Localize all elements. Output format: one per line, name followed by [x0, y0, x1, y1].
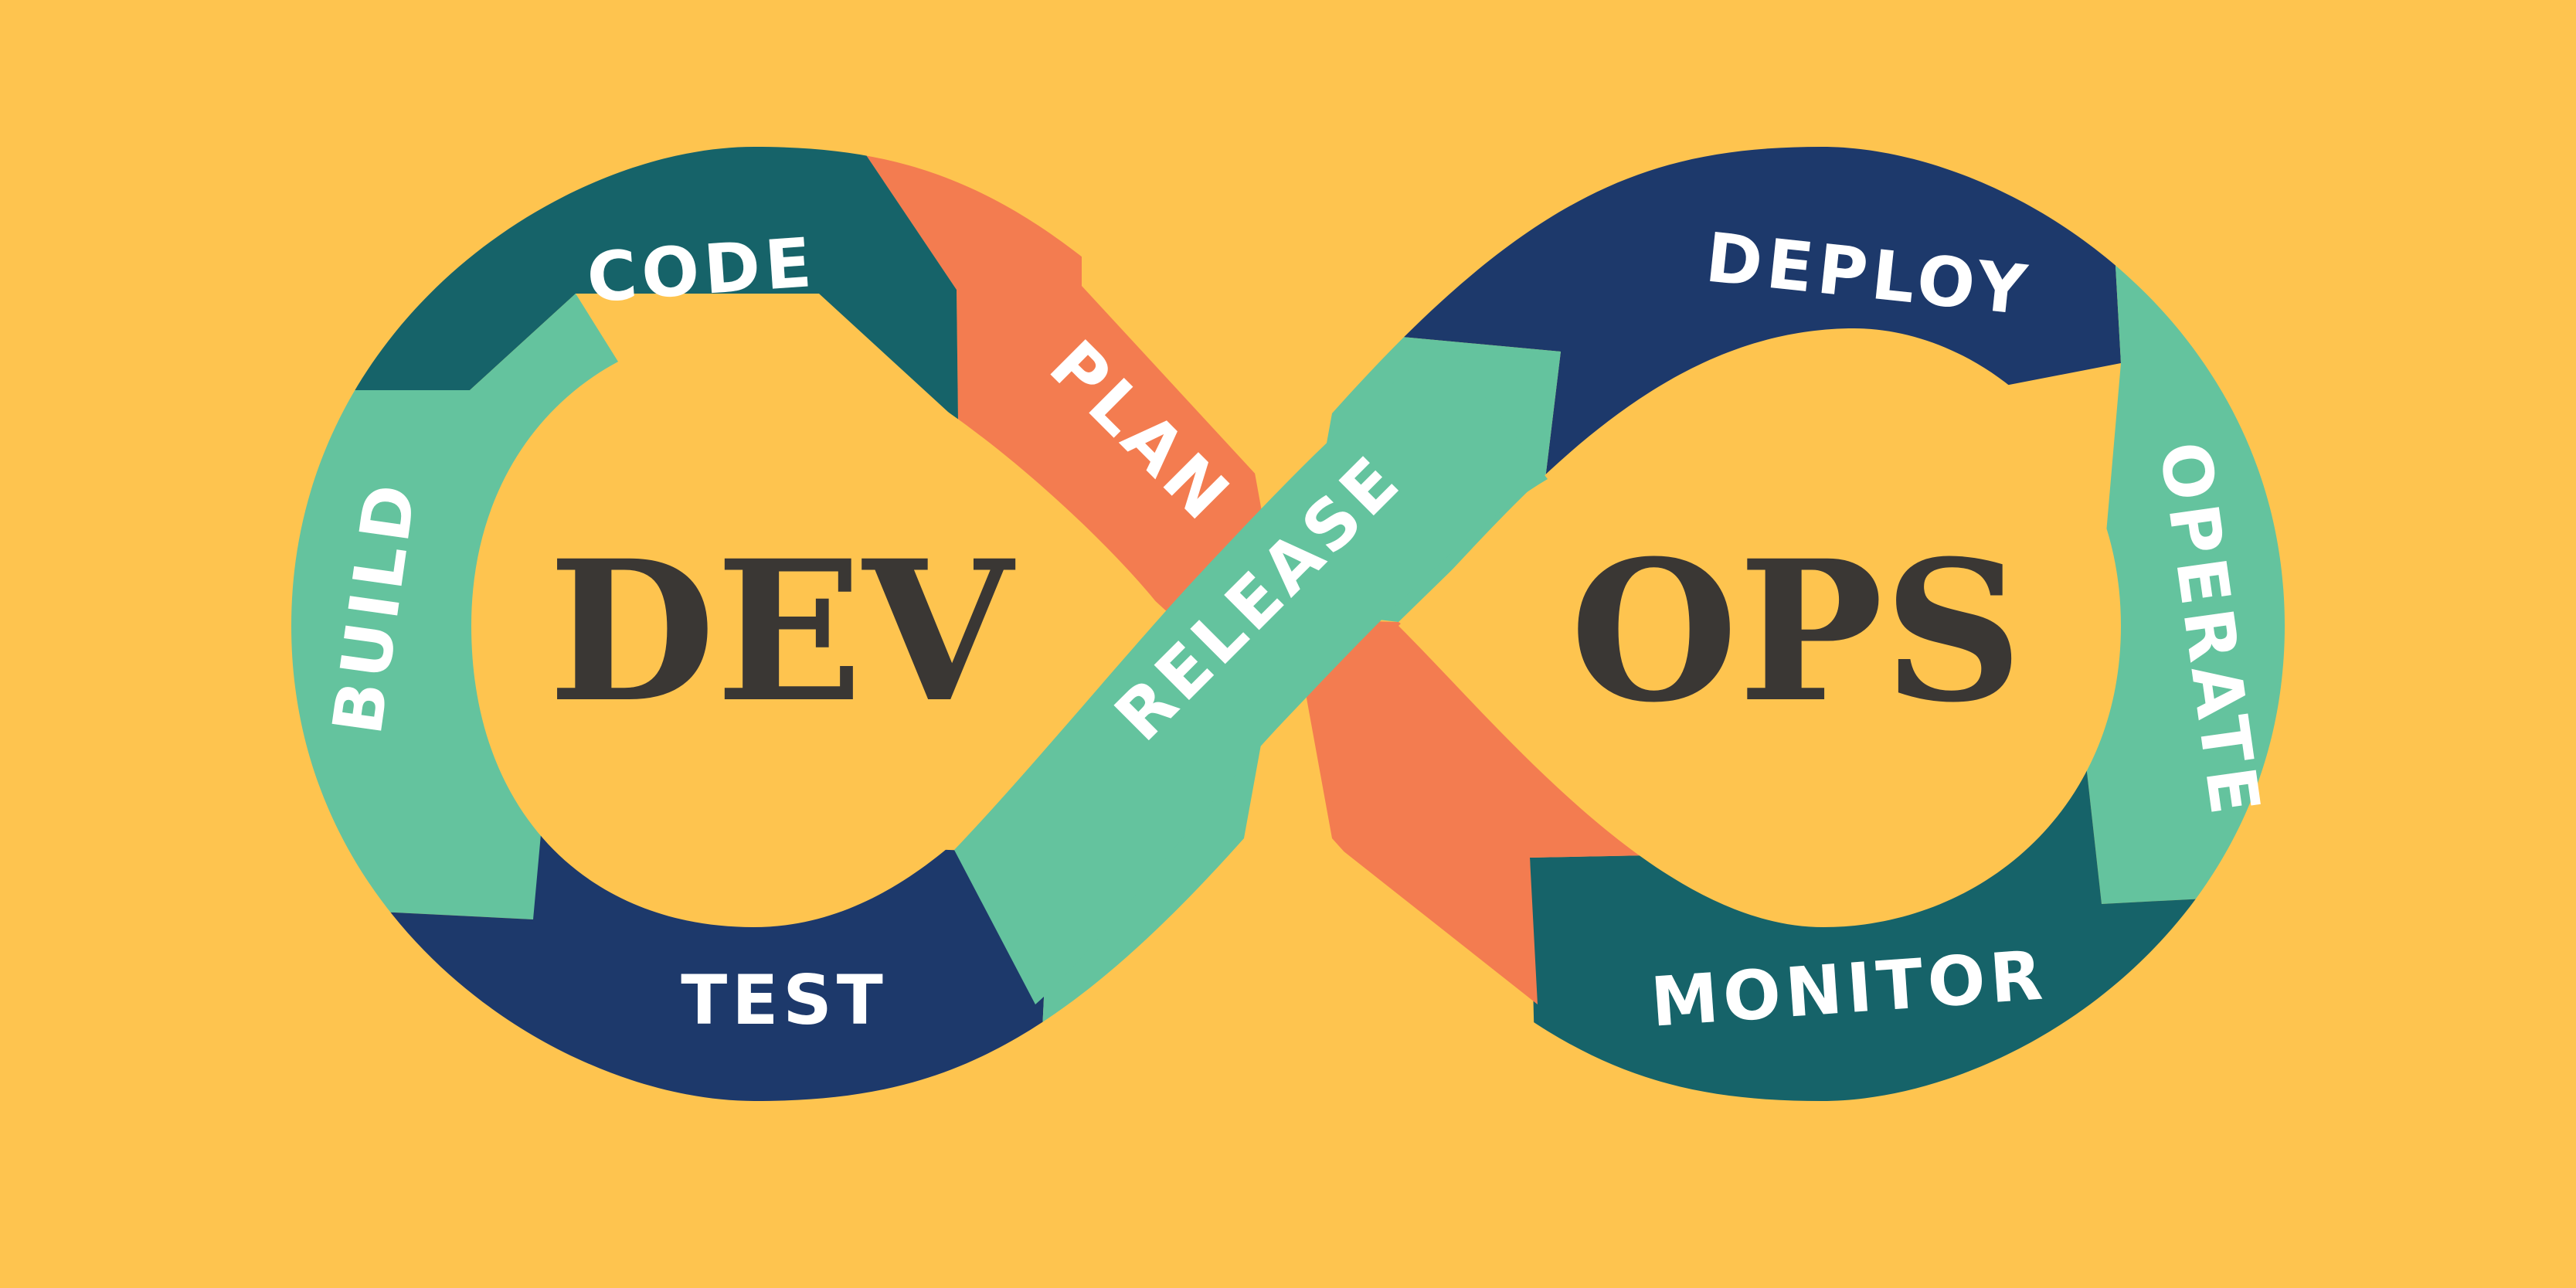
hub-ops: OPS [1570, 518, 2023, 745]
label-test: TEST [681, 960, 888, 1040]
segment-code-tail [819, 147, 958, 421]
segment-release-cross [954, 344, 1548, 1004]
segment-plan [819, 147, 1283, 622]
hub-dev: DEV [548, 518, 1015, 745]
label-code: CODE [584, 223, 818, 318]
segment-plan-cross [1293, 618, 1731, 1004]
segment-test [291, 834, 1051, 1101]
